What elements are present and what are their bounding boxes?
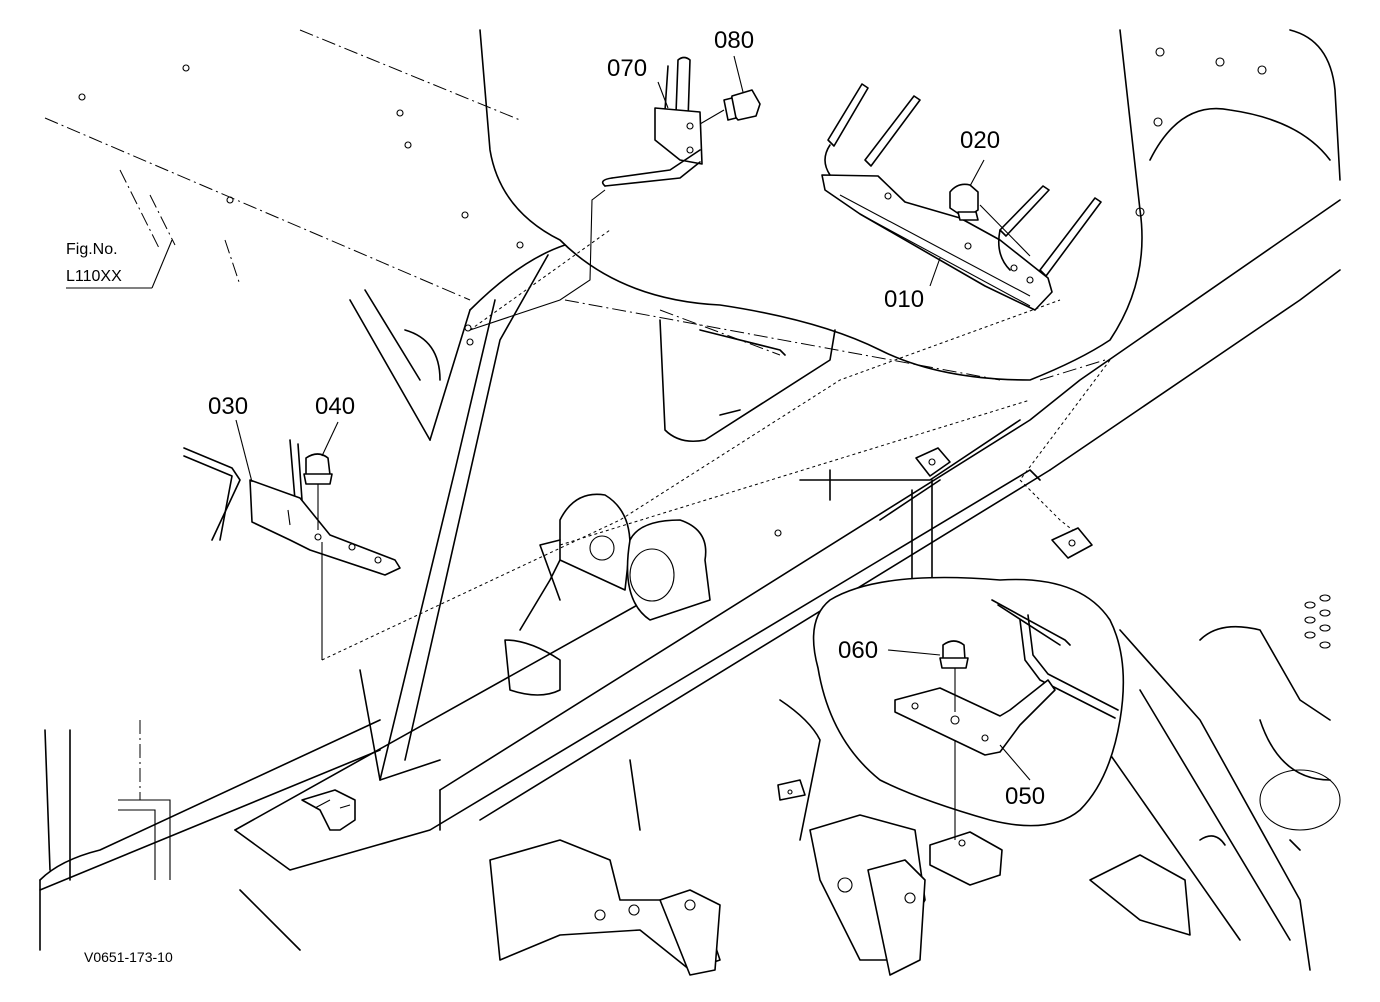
- chassis-frame: [39, 29, 1341, 976]
- part-050-bracket: [894, 599, 1119, 756]
- callout-070: 070: [607, 55, 647, 82]
- callout-010: 010: [884, 286, 924, 313]
- callout-050: 050: [1005, 783, 1045, 810]
- part-040-bolt: [303, 453, 333, 530]
- callout-080: 080: [714, 27, 754, 54]
- leader-lines: [66, 55, 1031, 781]
- part-020-bolt: [949, 183, 1031, 257]
- callout-020: 020: [960, 127, 1000, 154]
- part-010-bracket: [821, 83, 1102, 311]
- vent-holes: [1304, 594, 1331, 649]
- part-070-bracket: [469, 56, 703, 331]
- drawing-code: V0651-173-10: [84, 949, 173, 965]
- callout-040: 040: [315, 393, 355, 420]
- callout-060: 060: [838, 637, 878, 664]
- callout-030: 030: [208, 393, 248, 420]
- part-060-bolt: [939, 640, 969, 840]
- part-030-bracket: [183, 439, 401, 660]
- fig-ref-number: L110XX: [66, 268, 122, 285]
- fig-ref-label: Fig.No.: [66, 241, 118, 258]
- part-080-bolt: [699, 89, 761, 125]
